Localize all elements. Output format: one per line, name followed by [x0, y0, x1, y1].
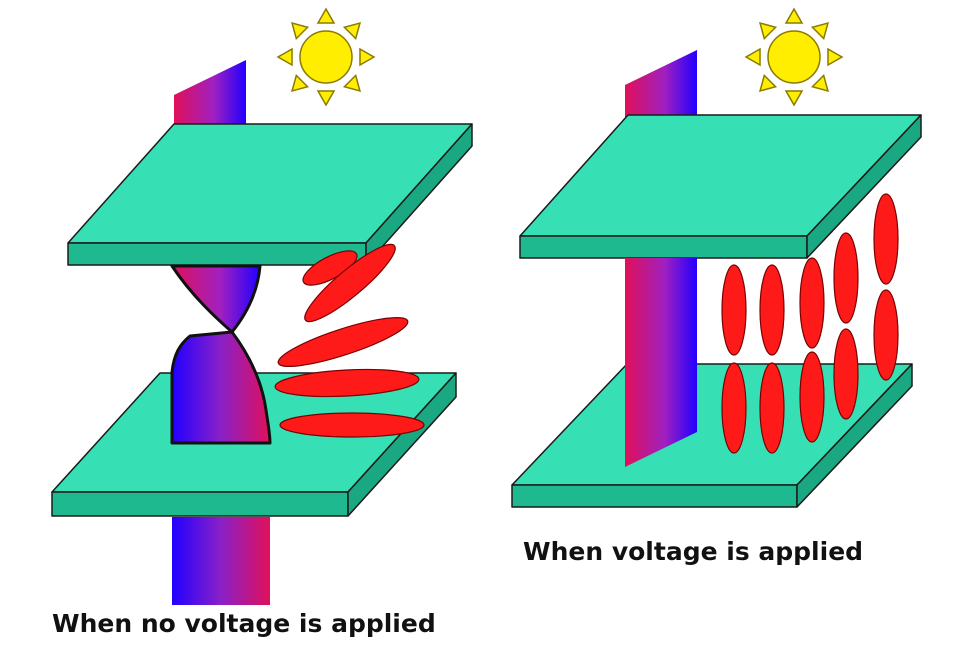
- crystal-molecule: [274, 368, 420, 398]
- right-panel: [511, 7, 922, 508]
- crystal-molecule: [279, 412, 425, 438]
- crystal-molecule: [873, 193, 899, 285]
- top-polarizer-plate: [67, 123, 473, 266]
- sun-icon: [744, 7, 844, 107]
- crystal-molecule: [302, 250, 358, 286]
- liquid-crystal-molecules-twisted: [274, 243, 425, 438]
- crystal-molecule: [277, 317, 409, 367]
- sun-icon: [276, 7, 376, 107]
- light-beam-straight: [625, 258, 697, 467]
- caption-no-voltage: When no voltage is applied: [52, 609, 436, 638]
- crystal-molecule: [833, 232, 859, 324]
- crystal-molecule: [759, 264, 785, 356]
- crystal-molecule: [304, 243, 396, 323]
- liquid-crystal-molecules-aligned: [721, 193, 899, 454]
- crystal-molecule: [799, 351, 825, 443]
- crystal-molecule: [759, 362, 785, 454]
- twisted-light-beam: [170, 264, 272, 445]
- crystal-molecule: [799, 257, 825, 349]
- crystal-molecule: [833, 328, 859, 420]
- crystal-molecule: [721, 264, 747, 356]
- caption-voltage-applied: When voltage is applied: [523, 537, 864, 566]
- light-beam-out: [172, 517, 270, 605]
- crystal-molecule: [721, 362, 747, 454]
- crystal-molecule: [873, 289, 899, 381]
- top-polarizer-plate: [519, 114, 922, 259]
- left-panel: [51, 7, 473, 605]
